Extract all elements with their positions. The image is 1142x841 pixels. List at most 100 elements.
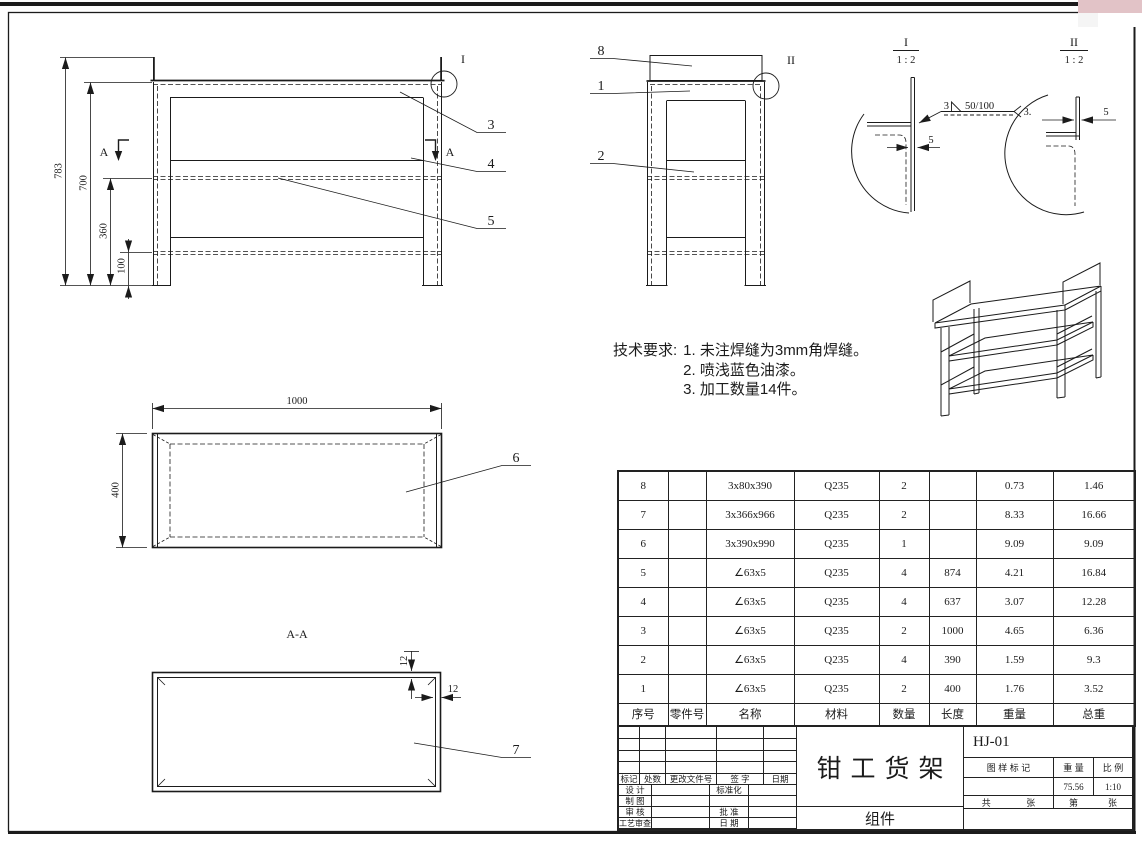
parts-table-cell: 3.07	[975, 586, 1054, 617]
drawing-title: 钳工货架	[797, 727, 963, 807]
tech-requirement-item: 2. 喷浅蓝色油漆。	[683, 361, 805, 379]
parts-table-cell: 3	[617, 615, 669, 646]
detail-i-scale: 1 : 2	[897, 55, 916, 66]
revision-header-count: 处数	[640, 774, 666, 785]
balloon-3: 3	[488, 118, 495, 133]
detail-i-title: I	[904, 35, 908, 49]
parts-table-cell: 16.84	[1052, 557, 1136, 588]
parts-table-cell: 1	[617, 673, 669, 704]
parts-table-cell: ∠63x5	[705, 557, 795, 588]
parts-table-cell: 9.09	[1052, 528, 1136, 559]
detail-ii-scale: 1 : 2	[1065, 55, 1084, 66]
role-approve: 批 准	[710, 807, 749, 818]
sheet-page-cell: 第 张	[1054, 796, 1132, 809]
dim-1000-label: 1000	[287, 396, 308, 407]
front-view	[150, 57, 458, 286]
dim-100-label: 100	[117, 258, 128, 274]
revision-header-doc: 更改文件号	[666, 774, 717, 785]
parts-table-cell: Q235	[793, 470, 880, 501]
parts-table-cell: Q235	[793, 528, 880, 559]
balloon-7: 7	[513, 743, 520, 758]
parts-table-cell: 8.33	[975, 499, 1054, 530]
drawing-subtitle: 组件	[864, 810, 895, 828]
parts-table-header: 长度	[928, 702, 977, 727]
parts-table-cell: 637	[928, 586, 977, 617]
section-aa-title: A-A	[286, 627, 308, 641]
balloon-5: 5	[488, 214, 495, 229]
parts-table-cell: 0.73	[975, 470, 1054, 501]
detail-marker-i-label: I	[461, 52, 465, 66]
parts-table-cell	[928, 470, 977, 501]
role-date: 日 期	[710, 818, 749, 829]
side-balloon-leaders	[590, 58, 695, 173]
role-design: 设 计	[619, 785, 652, 796]
detail-circle-i	[430, 70, 458, 98]
parts-table-cell	[667, 470, 707, 501]
parts-table-cell: 4	[878, 586, 930, 617]
parts-table-cell: 4	[617, 586, 669, 617]
parts-table-cell: 4	[878, 557, 930, 588]
isometric-view	[932, 262, 1102, 417]
detail-marker-ii-label: II	[787, 53, 795, 67]
parts-table-cell: 9.3	[1052, 644, 1136, 675]
parts-table-cell: 2	[878, 499, 930, 530]
parts-table-cell	[667, 528, 707, 559]
role-row-draft: 制 图	[619, 796, 796, 807]
parts-table-cell: 3.52	[1052, 673, 1136, 704]
parts-table-cell: 2	[878, 673, 930, 704]
corner-panel	[1078, 13, 1098, 27]
role-row-process: 工艺审查 日 期	[619, 818, 796, 829]
role-date-value	[749, 818, 796, 829]
top-view	[151, 432, 443, 549]
title-block: 标记 处数 更改文件号 签 字 日期 设 计 标准化 制 图 审 核 批 准 工…	[617, 725, 1134, 831]
parts-table-cell: 1.46	[1052, 470, 1136, 501]
parts-table-header: 材料	[793, 702, 880, 727]
parts-table-cell: ∠63x5	[705, 586, 795, 617]
parts-table-cell: 8	[617, 470, 669, 501]
balloon-4: 4	[488, 157, 495, 172]
tech-requirement-item: 3. 加工数量14件。	[683, 381, 807, 398]
section-aa-view	[151, 671, 442, 793]
revision-header-mark: 标记	[619, 774, 640, 785]
role-process-check: 工艺审查	[619, 818, 652, 829]
parts-table-cell: 7	[617, 499, 669, 530]
parts-table-cell: 4.21	[975, 557, 1054, 588]
parts-table-header: 重量	[975, 702, 1054, 727]
parts-table-cell: 400	[928, 673, 977, 704]
tech-requirement-item: 1. 未注焊缝为3mm角焊缝。	[683, 342, 869, 359]
parts-table-cell: Q235	[793, 586, 880, 617]
weld-size-label: 3	[944, 101, 949, 112]
detail-i-dim5-label: 5	[928, 135, 933, 146]
section-cut-markers	[114, 139, 440, 161]
revision-header-signature: 签 字	[717, 774, 764, 785]
sheet-total-cell: 共 张	[964, 796, 1054, 809]
parts-table-header: 总重	[1052, 702, 1136, 727]
front-dimensions	[60, 57, 153, 299]
title-block-number-area: HJ-01 图 样 标 记 重 量 比 例 75.56 1:10 共 张 第 张	[964, 727, 1132, 829]
role-standardize: 标准化	[710, 785, 749, 796]
role-row-check: 审 核 批 准	[619, 807, 796, 818]
parts-table-cell: Q235	[793, 644, 880, 675]
sheet-count-row: 共 张 第 张	[964, 796, 1132, 809]
tech-requirements-label: 技术要求:	[613, 342, 678, 359]
balloon-8: 8	[598, 44, 605, 59]
title-block-name-area: 钳工货架 组件	[797, 727, 964, 829]
parts-table-cell: 3x390x990	[705, 528, 795, 559]
parts-table-cell: ∠63x5	[705, 615, 795, 646]
drawing-number: HJ-01	[964, 727, 1132, 758]
parts-table-cell: 2	[878, 615, 930, 646]
side-view	[646, 55, 780, 286]
parts-table-header-row: 序号 零件号 名称 材料 数量 长度 重量 总重	[617, 702, 1136, 727]
dim-783-label: 783	[54, 163, 65, 179]
parts-table-cell: ∠63x5	[705, 644, 795, 675]
parts-table-header: 名称	[705, 702, 795, 727]
parts-table-cell	[667, 557, 707, 588]
parts-table-cell: Q235	[793, 673, 880, 704]
revision-blank-row	[619, 750, 796, 763]
parts-table-cell	[928, 528, 977, 559]
stamp-scale-header: 比 例	[1094, 758, 1132, 778]
